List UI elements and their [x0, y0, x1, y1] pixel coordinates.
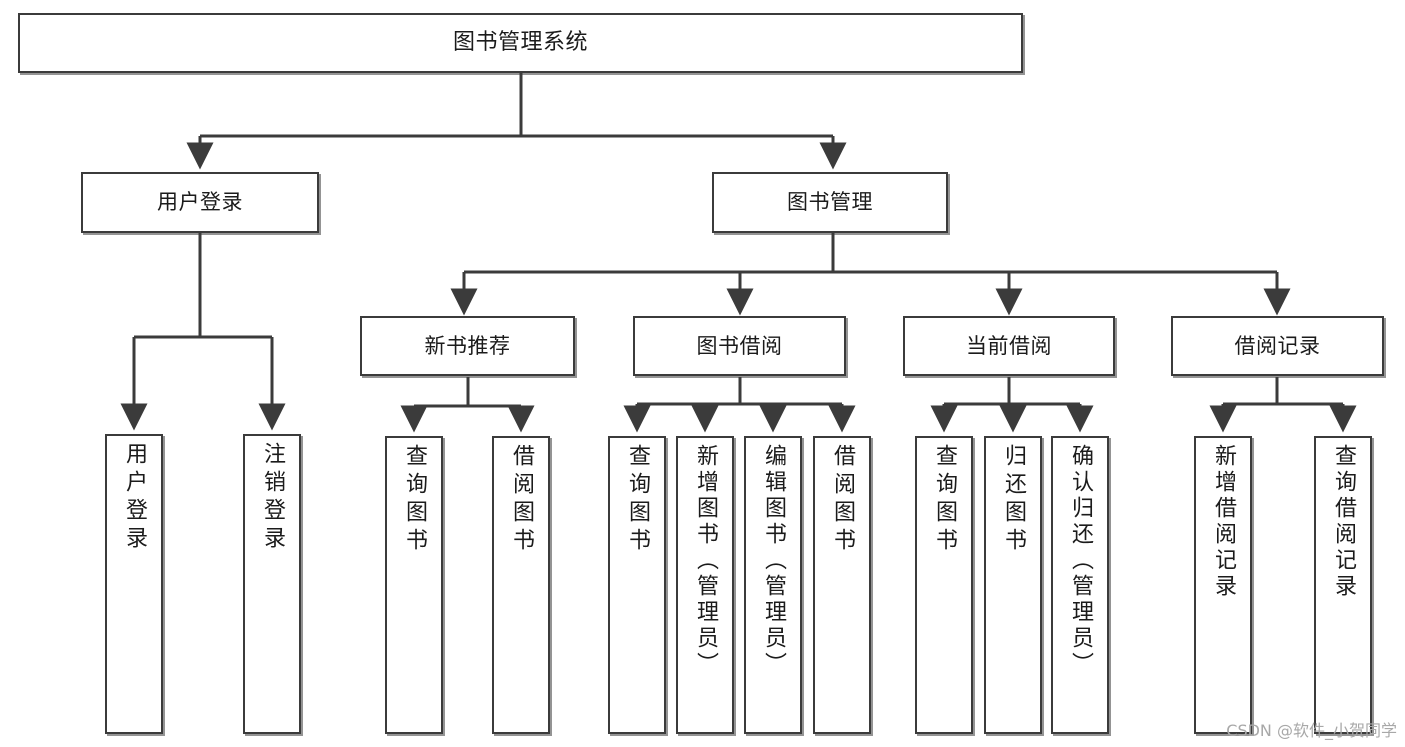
leaf-edit-book-label: 编辑图书（管理员）: [761, 444, 786, 678]
leaf-query-book-3[interactable]: 查询图书: [915, 436, 973, 734]
leaf-query-book-1[interactable]: 查询图书: [385, 436, 443, 734]
node-root-system-label: 图书管理系统: [452, 30, 588, 56]
leaf-query-book-1-label: 查询图书: [402, 444, 427, 556]
leaf-query-book-3-label: 查询图书: [932, 444, 957, 556]
node-book-manage-label: 图书管理: [787, 190, 873, 215]
node-book-borrow-label: 图书借阅: [696, 333, 783, 358]
node-user-login[interactable]: 用户登录: [81, 172, 319, 233]
leaf-confirm-return-label: 确认归还（管理员）: [1068, 444, 1093, 678]
leaf-user-login-label: 用户登录: [122, 442, 147, 554]
leaf-query-record-label: 查询借阅记录: [1331, 444, 1356, 600]
leaf-return-book[interactable]: 归还图书: [984, 436, 1042, 734]
leaf-logout-login[interactable]: 注销登录: [243, 434, 301, 734]
leaf-add-book-label: 新增图书（管理员）: [693, 444, 718, 678]
node-current-borrow-label: 当前借阅: [966, 333, 1052, 358]
leaf-borrow-book-1[interactable]: 借阅图书: [492, 436, 550, 734]
leaf-confirm-return[interactable]: 确认归还（管理员）: [1051, 436, 1109, 734]
node-borrow-record[interactable]: 借阅记录: [1171, 316, 1384, 376]
leaf-query-record[interactable]: 查询借阅记录: [1314, 436, 1372, 734]
leaf-user-login[interactable]: 用户登录: [105, 434, 163, 734]
node-current-borrow[interactable]: 当前借阅: [903, 316, 1115, 376]
leaf-borrow-book-2[interactable]: 借阅图书: [813, 436, 871, 734]
node-root-system[interactable]: 图书管理系统: [18, 13, 1023, 73]
leaf-borrow-book-2-label: 借阅图书: [830, 444, 855, 556]
node-new-book-recommend-label: 新书推荐: [424, 333, 511, 358]
node-borrow-record-label: 借阅记录: [1234, 333, 1321, 358]
leaf-query-book-2-label: 查询图书: [625, 444, 650, 556]
node-book-borrow[interactable]: 图书借阅: [633, 316, 846, 376]
node-user-login-label: 用户登录: [157, 190, 243, 215]
node-new-book-recommend[interactable]: 新书推荐: [360, 316, 575, 376]
leaf-edit-book[interactable]: 编辑图书（管理员）: [744, 436, 802, 734]
leaf-query-book-2[interactable]: 查询图书: [608, 436, 666, 734]
leaf-add-record[interactable]: 新增借阅记录: [1194, 436, 1252, 734]
leaf-return-book-label: 归还图书: [1001, 444, 1026, 556]
leaf-add-record-label: 新增借阅记录: [1211, 444, 1236, 600]
leaf-borrow-book-1-label: 借阅图书: [509, 444, 534, 556]
leaf-add-book[interactable]: 新增图书（管理员）: [676, 436, 734, 734]
leaf-logout-login-label: 注销登录: [260, 442, 285, 554]
node-book-manage[interactable]: 图书管理: [712, 172, 948, 233]
